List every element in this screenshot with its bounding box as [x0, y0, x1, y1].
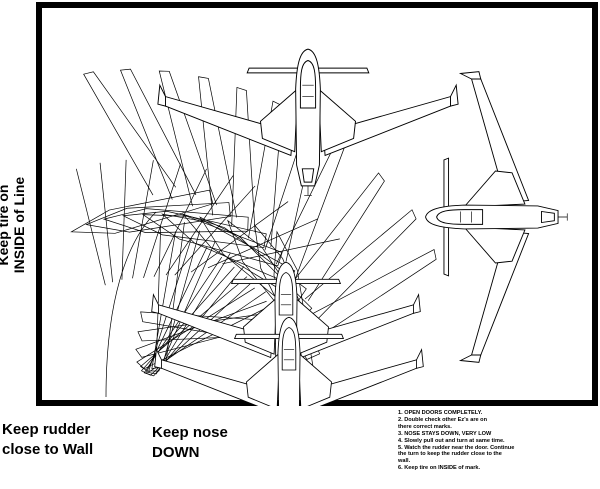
- tire-guide-line: [105, 211, 157, 398]
- hangar-frame: [36, 2, 598, 406]
- instruction-item: 4. Slowly pull out and turn at same time…: [398, 437, 505, 444]
- instruction-item: 3. NOSE STAYS DOWN, VERY LOW: [398, 430, 492, 437]
- instruction-item: 5. Watch the rudder near the door. Conti…: [398, 444, 515, 451]
- instruction-item: 2. Double check other Ez's are on: [398, 416, 487, 423]
- instruction-list: 1. OPEN DOORS COMPLETELY. 2. Double chec…: [398, 410, 598, 472]
- instruction-item: there correct marks.: [398, 423, 452, 430]
- instruction-item: wall.: [398, 458, 411, 465]
- tire-label-line1: Keep tire on: [0, 184, 11, 266]
- nose-label-line1: Keep nose: [152, 424, 228, 441]
- instruction-item: the turn to keep the rudder close to the: [398, 451, 502, 458]
- tire-instruction-label: Keep tire on INSIDE of Line: [0, 160, 27, 290]
- nose-instruction-label: Keep nose DOWN: [152, 423, 228, 463]
- rudder-instruction-label: Keep rudder close to Wall: [2, 420, 93, 460]
- rudder-label-line1: Keep rudder: [2, 421, 91, 438]
- instruction-item: 1. OPEN DOORS COMPLETELY.: [398, 410, 483, 416]
- rudder-label-line2: close to Wall: [2, 441, 94, 458]
- instruction-item: 6. Keep tire on INSIDE of mark.: [398, 465, 481, 472]
- nose-label-line2: DOWN: [152, 444, 200, 461]
- tire-label-line2: INSIDE of Line: [11, 176, 27, 274]
